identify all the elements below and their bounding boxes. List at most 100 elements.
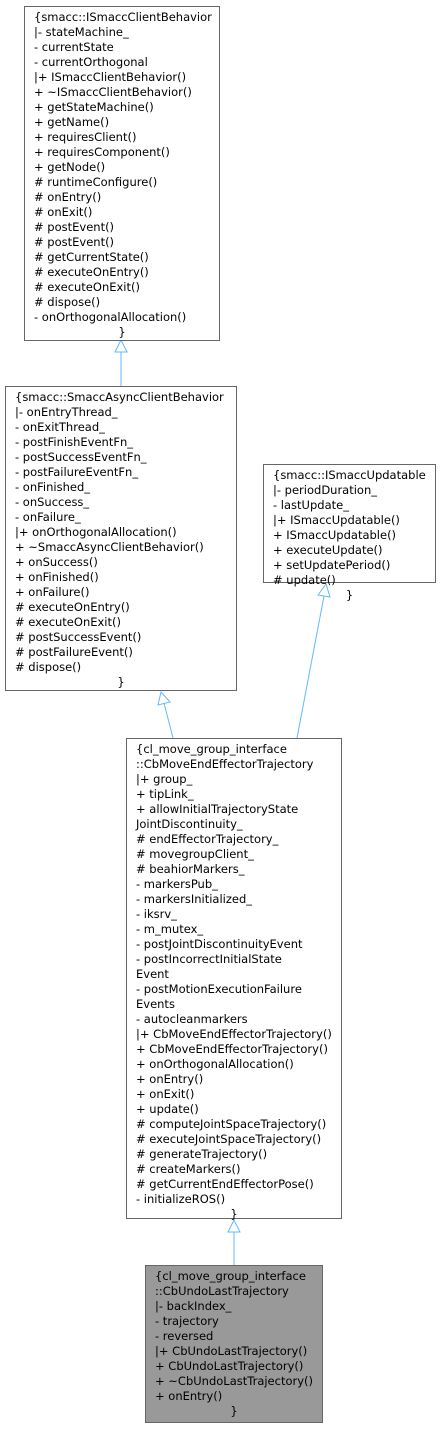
method: - onOrthogonalAllocation() <box>34 310 187 324</box>
method: + ~ISmaccClientBehavior() <box>34 85 192 99</box>
method: # executeOnEntry() <box>15 600 130 614</box>
attribute: - onExitThread_ <box>15 420 105 434</box>
method: + onExit() <box>136 1087 195 1101</box>
class-closing-brace: } <box>345 588 354 602</box>
method: + ~SmaccAsyncClientBehavior() <box>15 540 204 554</box>
method: |+ onOrthogonalAllocation() <box>15 525 177 539</box>
method: # postEvent() <box>34 235 115 249</box>
method: # executeOnExit() <box>15 615 121 629</box>
method: # postFailureEvent() <box>15 645 133 659</box>
method: |+ ISmaccClientBehavior() <box>34 70 187 84</box>
attribute: # movegroupClient_ <box>136 847 254 861</box>
method: + onFailure() <box>15 585 90 599</box>
method: + setUpdatePeriod() <box>273 558 391 572</box>
attribute: |- stateMachine_ <box>34 25 129 39</box>
method: # executeOnExit() <box>34 280 140 294</box>
method: + requiresClient() <box>34 130 137 144</box>
attribute: - postJointDiscontinuityEvent <box>136 937 303 951</box>
edge-async-to-iclientbehavior <box>114 338 128 386</box>
method: |+ CbMoveEndEffectorTrajectory() <box>136 1027 332 1041</box>
method: + requiresComponent() <box>34 145 170 159</box>
class-closing-brace: } <box>117 675 125 689</box>
attribute: - markersInitialized_ <box>136 892 253 906</box>
attribute: - currentState <box>34 40 114 54</box>
attribute: + allowInitialTrajectoryState <box>136 802 299 816</box>
method: # postSuccessEvent() <box>15 630 142 644</box>
class-title: {smacc::ISmaccUpdatable <box>273 468 426 482</box>
attribute: Event <box>136 967 169 981</box>
attribute: - onFinished_ <box>15 480 90 494</box>
attribute: - autocleanmarkers <box>136 1012 248 1026</box>
edge-trajectory-to-updatable <box>296 582 331 739</box>
method: |+ CbUndoLastTrajectory() <box>155 1344 308 1358</box>
method: + getStateMachine() <box>34 100 154 114</box>
method: + onFinished() <box>15 570 99 584</box>
method: # dispose() <box>15 660 82 674</box>
method: # dispose() <box>34 295 101 309</box>
attribute: |+ group_ <box>136 772 193 786</box>
method: # executeOnEntry() <box>34 265 149 279</box>
method: # postEvent() <box>34 220 115 234</box>
attribute: - lastUpdate_ <box>273 498 349 512</box>
attribute: - iksrv_ <box>136 907 177 921</box>
method: + CbUndoLastTrajectory() <box>155 1359 304 1373</box>
method: + onSuccess() <box>15 555 98 569</box>
attribute: |- onEntryThread_ <box>15 405 118 419</box>
attribute: JointDiscontinuity_ <box>136 817 243 831</box>
attribute: - currentOrthogonal <box>34 55 148 69</box>
attribute: # endEffectorTrajectory_ <box>136 832 279 846</box>
attribute: - markersPub_ <box>136 877 218 891</box>
method: + getName() <box>34 115 110 129</box>
edge-undo-to-trajectory <box>227 1218 241 1265</box>
class-closing-brace: } <box>118 325 126 339</box>
attribute: - onSuccess_ <box>15 495 90 509</box>
attribute: - postIncorrectInitialState <box>136 952 282 966</box>
method: + getNode() <box>34 160 106 174</box>
attribute: |- periodDuration_ <box>273 483 378 497</box>
method: + executeUpdate() <box>273 543 383 557</box>
method: # onEntry() <box>34 190 102 204</box>
method: # onExit() <box>34 205 93 219</box>
method: |+ ISmaccUpdatable() <box>273 513 400 527</box>
method: + onEntry() <box>155 1389 223 1403</box>
class-title: ::CbMoveEndEffectorTrajectory <box>136 757 314 771</box>
method: # getCurrentEndEffectorPose() <box>136 1177 314 1191</box>
class-closing-brace: } <box>230 1404 238 1418</box>
method: # computeJointSpaceTrajectory() <box>136 1117 327 1131</box>
class-title: {cl_move_group_interface <box>155 1269 306 1283</box>
method: - initializeROS() <box>136 1192 226 1206</box>
method: # getCurrentState() <box>34 250 149 264</box>
class-node-ismacc-client-behavior[interactable]: {smacc::ISmaccClientBehavior |- stateMac… <box>24 6 220 341</box>
class-node-ismacc-updatable[interactable]: {smacc::ISmaccUpdatable |- periodDuratio… <box>263 464 436 602</box>
attribute: - reversed <box>155 1329 214 1343</box>
class-title: {smacc::ISmaccClientBehavior <box>34 10 212 24</box>
attribute: - postSuccessEventFn_ <box>15 450 147 464</box>
attribute: - postFailureEventFn_ <box>15 465 139 479</box>
attribute: - trajectory <box>155 1314 219 1328</box>
method: # createMarkers() <box>136 1162 241 1176</box>
class-node-smacc-async-client-behavior[interactable]: {smacc::SmaccAsyncClientBehavior |- onEn… <box>5 386 237 691</box>
attribute: - postFinishEventFn_ <box>15 435 133 449</box>
method: # update() <box>273 573 336 587</box>
method: # generateTrajectory() <box>136 1147 268 1161</box>
attribute: |- backIndex_ <box>155 1299 232 1313</box>
attribute: Events <box>136 997 175 1011</box>
method: + onOrthogonalAllocation() <box>136 1057 294 1071</box>
method: + ~CbUndoLastTrajectory() <box>155 1374 314 1388</box>
method: # executeJointSpaceTrajectory() <box>136 1132 322 1146</box>
method: + onEntry() <box>136 1072 204 1086</box>
class-closing-brace: } <box>230 1207 238 1221</box>
attribute: # beahiorMarkers_ <box>136 862 245 876</box>
attribute: - m_mutex_ <box>136 922 204 936</box>
class-node-cb-undo-last-trajectory[interactable]: {cl_move_group_interface ::CbUndoLastTra… <box>145 1265 323 1423</box>
method: + CbMoveEndEffectorTrajectory() <box>136 1042 328 1056</box>
method: + update() <box>136 1102 199 1116</box>
attribute: - postMotionExecutionFailure <box>136 982 302 996</box>
class-title: {cl_move_group_interface <box>136 742 287 756</box>
class-node-cb-move-end-effector-trajectory[interactable]: {cl_move_group_interface ::CbMoveEndEffe… <box>126 738 342 1221</box>
method: + ISmaccUpdatable() <box>273 528 397 542</box>
edge-trajectory-to-async <box>157 690 174 739</box>
attribute: + tipLink_ <box>136 787 194 801</box>
class-title: ::CbUndoLastTrajectory <box>155 1284 289 1298</box>
method: # runtimeConfigure() <box>34 175 158 189</box>
